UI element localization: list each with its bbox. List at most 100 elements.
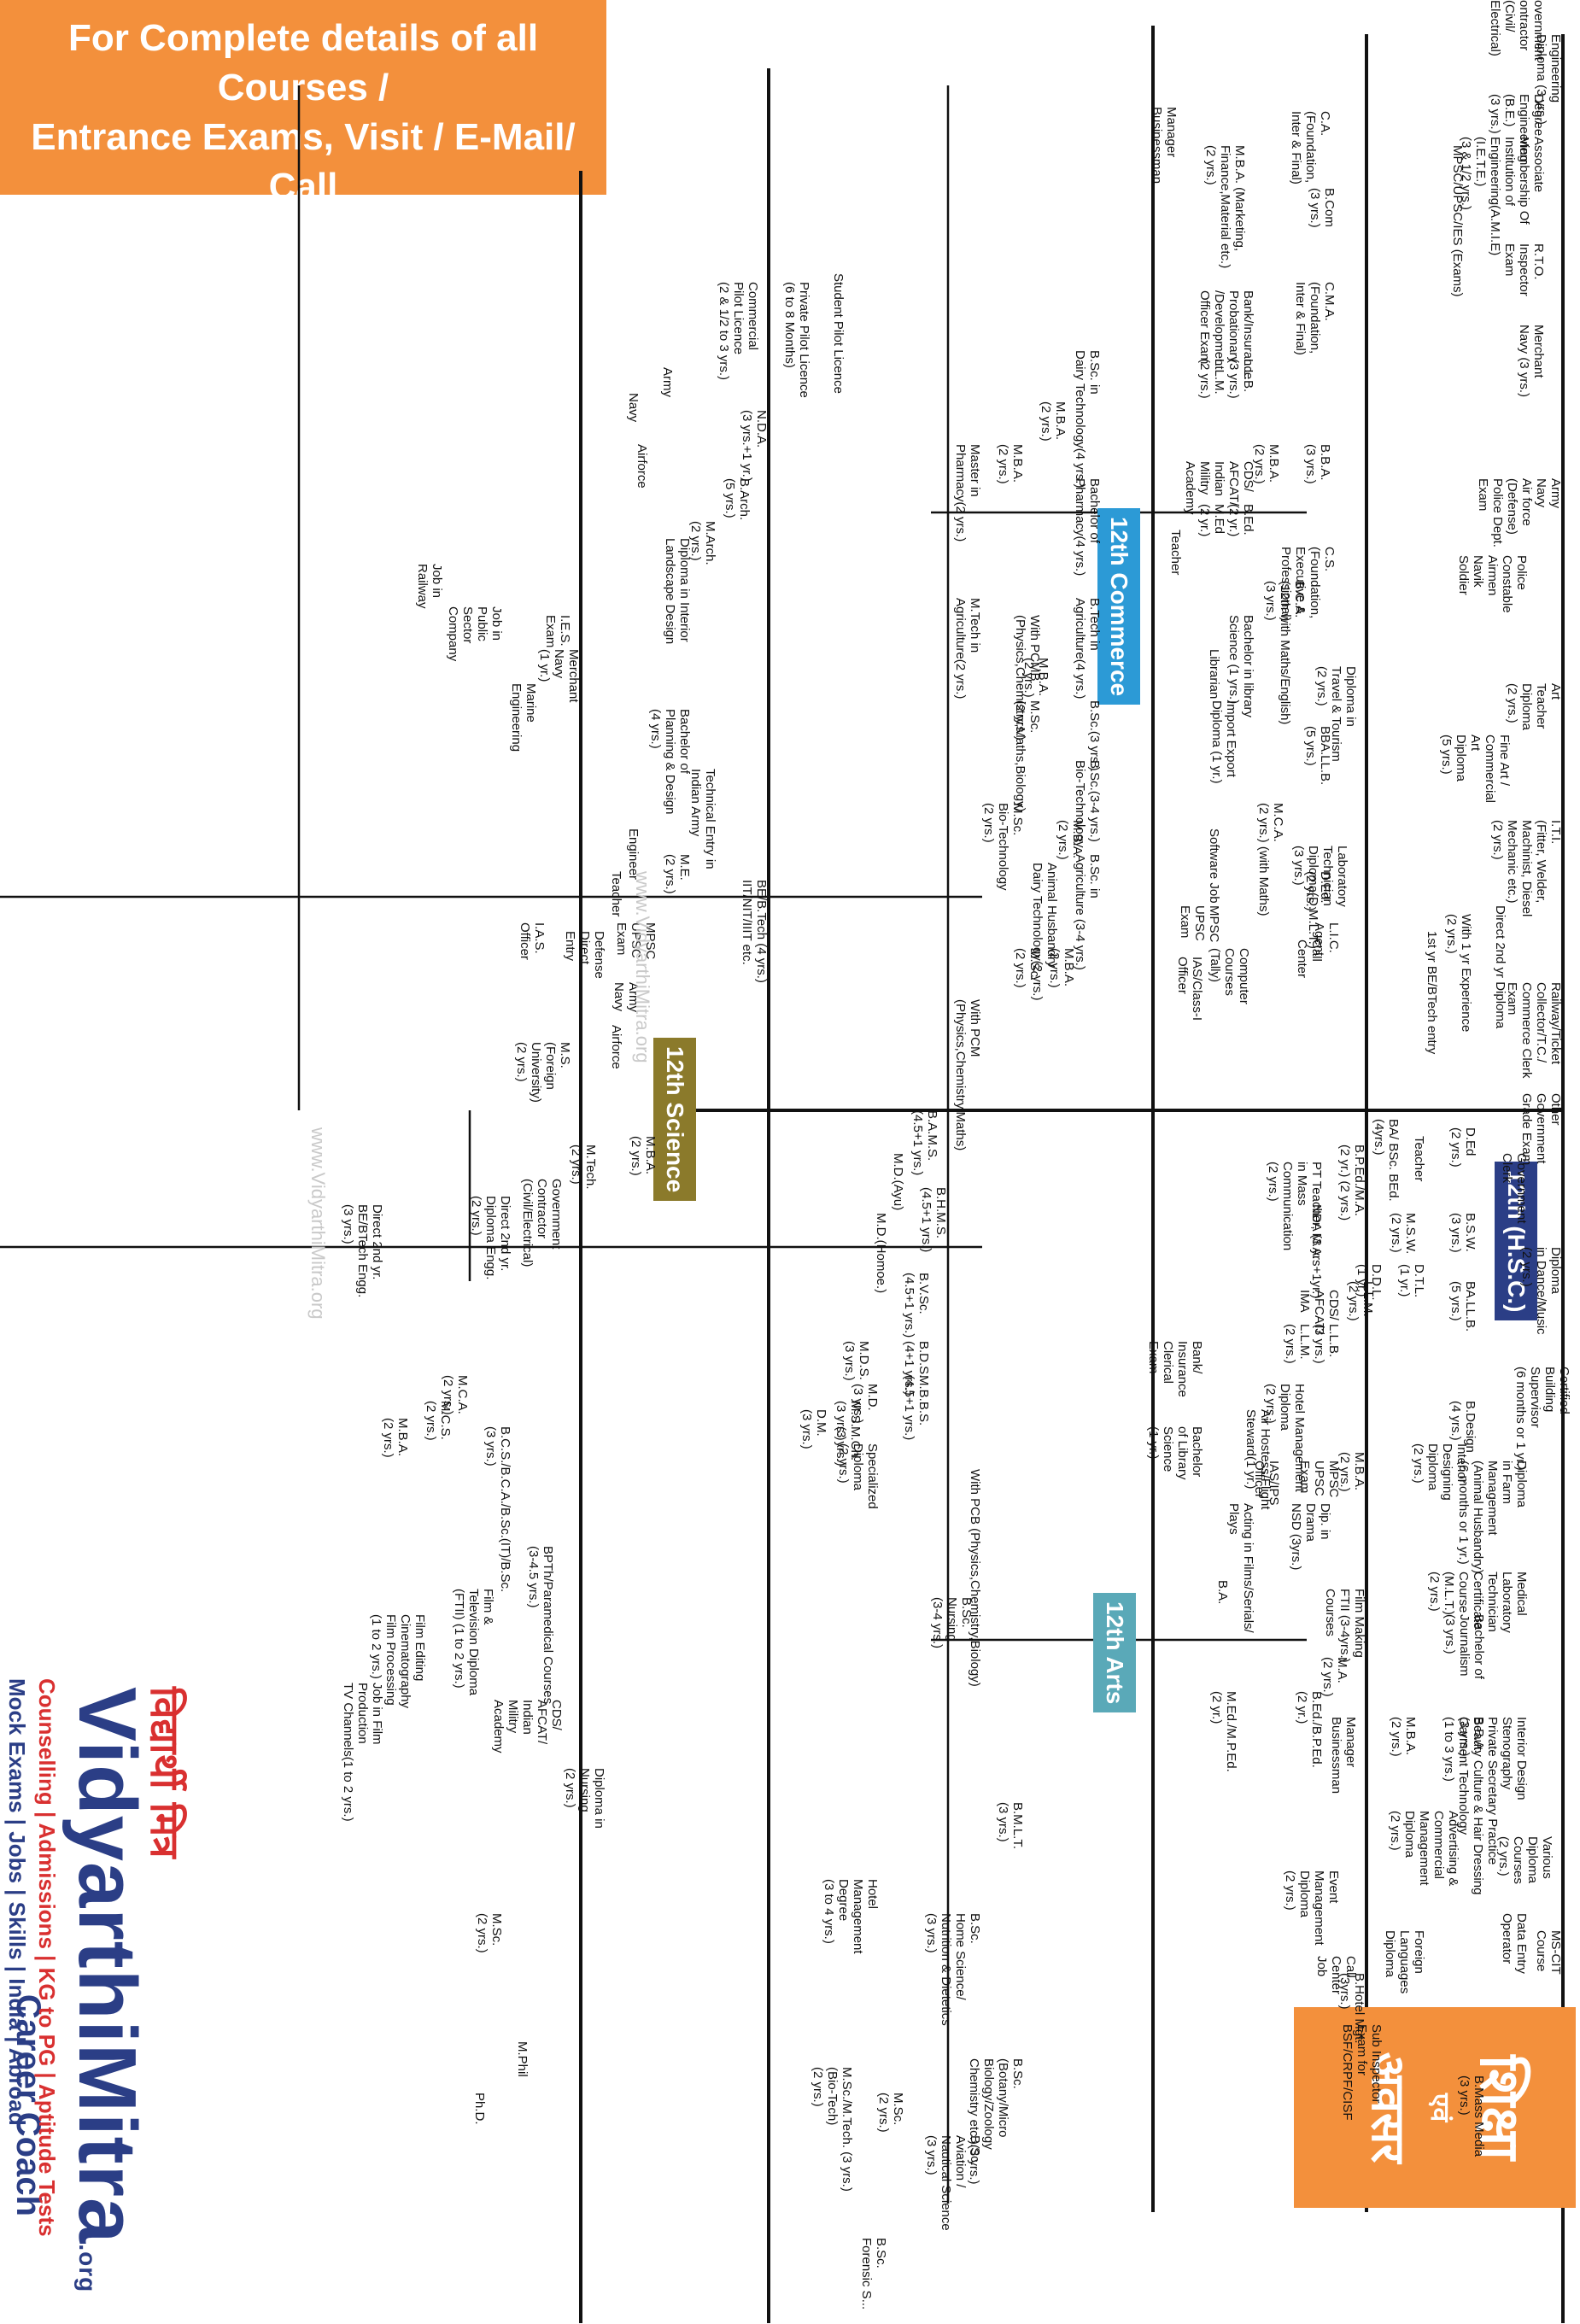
arts-course-label: M.B.A. (2 yrs.) — [1389, 1717, 1418, 1757]
commerce-course-label: Teacher — [1168, 530, 1183, 576]
hsc_top-course-label: Government Clerk — [1500, 1153, 1529, 1224]
arts-course-label: BA.LL.B. (5 yrs.) — [1448, 1281, 1478, 1332]
science-course-label: Specialized Diploma (2 yrs.) — [836, 1443, 880, 1509]
commerce-course-label: IAS/Class-I Officer — [1175, 957, 1204, 1022]
arts-course-label: Acting in Films/Serials/ Plays — [1226, 1503, 1255, 1633]
science-course-label: M.C.S. (2 yrs.) — [424, 1401, 453, 1441]
science-course-label: M.E. (2 yrs.) — [663, 854, 692, 894]
commerce-course-label: L.L.B. (3 yrs.) L.L.M. (2 yrs.) — [1197, 359, 1255, 399]
stream-commerce: 12th Commerce — [1097, 508, 1140, 705]
logo-brand-name: VidyarthiMitra — [61, 1687, 153, 2245]
commerce-course-label: D.Ed. (2 yrs.) — [1303, 871, 1332, 911]
tagline-exams: Mock Exams | Jobs | Skills | India | Abr… — [4, 1678, 30, 2126]
hsc_top-course-label: Police Constable Airmen Navik Soldier — [1456, 555, 1529, 613]
arts-course-label: Bank/ Insurance Clerical Exam — [1146, 1341, 1204, 1397]
watermark-2: www.VidyarthiMitra.org — [307, 1127, 329, 1320]
hsc_top-course-label: Merchant Navy (3 yrs.) — [1517, 325, 1546, 398]
commerce-course-label: Import Export Diploma (1 yr.) — [1209, 700, 1238, 784]
science-course-label: Bachelor of Pharmacy(4 yrs.) — [1073, 478, 1102, 577]
stream-arts: 12th Arts — [1093, 1593, 1136, 1713]
hsc_top-course-label: Data Entry Operator — [1500, 1913, 1529, 1974]
science-course-label: B.M.L.T. (3 yrs.) — [996, 1802, 1025, 1850]
science-course-label: M.Sc. (2 yrs.) — [876, 2093, 905, 2133]
arts-course-label: B.A. — [1215, 1580, 1230, 1605]
hsc_top-course-label: Art Teacher Diploma (2 yrs.) — [1505, 683, 1563, 731]
science-course-label: M.Tech in Agriculture(2 yrs.) — [953, 598, 982, 700]
banner-website[interactable]: www.VidyarthiMitra.org — [46, 219, 560, 270]
science-course-label: Merchant Navy (1 yr.) — [537, 649, 581, 703]
science-course-label: M.D.(Homoe.) — [874, 1213, 888, 1294]
science-course-label: M.D.S. (3 yrs.) — [842, 1341, 871, 1381]
science-course-label: M.Sc. Bio-Technology (2 yrs.) — [981, 803, 1025, 891]
hsc_top-course-label: MS-CIT Course — [1534, 1930, 1563, 1975]
arts-course-label: Bachelor of Journalism (3 yrs.) — [1442, 1614, 1486, 1679]
science-course-label: M.S. (Foreign University) (2 yrs.) — [514, 1042, 572, 1103]
science-course-label: N.D.A. (3 yrs.+1 yr.) — [740, 410, 769, 482]
science-course-label: B.Sc. in Dairy Technology(4 yrs.) — [1073, 350, 1102, 489]
science-course-label: M.Sc. (2 yrs.) — [1013, 948, 1042, 988]
hsc_top-course-label: Railway/Ticket Collector/T.C./ Commerce … — [1505, 982, 1563, 1079]
science-course-label: Student Pilot Licence — [831, 273, 846, 394]
arts-course-label: D.Ed (2 yrs.) — [1448, 1127, 1478, 1168]
science-course-label: D.M. (3 yrs.) — [799, 1409, 828, 1449]
hsc_top-course-label: Fine Art / Commercial Art Diploma (5 yrs… — [1439, 735, 1512, 804]
science-course-label: M.B.A. (2 yrs.) — [381, 1418, 410, 1458]
science-course-label: Teacher — [609, 871, 623, 917]
commerce-course-label: M.B.A. (2 yrs.) — [1252, 444, 1281, 484]
science-course-label: Film & Television Diploma (FTII) (1 to 2… — [452, 1589, 495, 1696]
hsc_top-course-label: I.T.I. (Fitter, Welder, Machinist, Diese… — [1490, 820, 1563, 917]
commerce-course-label: BBA.LL.B. (5 yrs.) — [1303, 726, 1332, 786]
arts-course-label: M.S.W. (2 yrs.) — [1389, 1213, 1418, 1255]
arts-course-label: M.Ed./M.P.Ed. (2 yr.) — [1209, 1691, 1238, 1772]
commerce-course-label: Software Job — [1207, 828, 1221, 904]
arts-course-label: Dip. in Drama NSD (3yrs.) — [1289, 1503, 1332, 1571]
science-course-label: M.B.A. (2 yrs.) — [1047, 948, 1076, 988]
science-course-label: Technical Entry in Indian Army — [688, 769, 717, 869]
watermark-1: www.VidyarthiMitra.org — [632, 871, 653, 1063]
commerce-course-label: C.A. (Foundation, Inter & Final) — [1289, 111, 1332, 184]
arts-course-label: M.A. (2 yrs.) — [1320, 1657, 1349, 1697]
hsc_top-course-label: Certified Building Supervisor (6 months … — [1513, 1367, 1571, 1471]
science-course-label: B.Sc. Aviation / Nautical Science (3 yrs… — [924, 2135, 982, 2231]
science-course-label: I.A.S. Officer — [518, 922, 547, 960]
arts-course-label: BA/ BSc. BEd. (4yrs.) — [1372, 1119, 1401, 1202]
commerce-course-label: B.Com (3 yrs.) — [1308, 188, 1337, 228]
science-course-label: M.B.B.S. (4.5+1 yrs.) — [902, 1375, 931, 1441]
science-course-label: Master in Pharmacy(2 yrs.) — [953, 444, 982, 542]
science-course-label: B.A.M.S. (4.5+1 yrs.) — [910, 1110, 939, 1176]
arts-course-label: MPSC UPSC Exam — [1297, 1461, 1341, 1498]
science-course-label: Direct 2nd yr. BE/BTech Engg. (3 yrs.) — [341, 1204, 384, 1298]
commerce-course-label: Call Center — [1295, 940, 1324, 979]
science-course-label: Job in Railway — [415, 564, 444, 609]
arts-course-label: B.S.W. (3 yrs.) — [1448, 1213, 1478, 1253]
science-course-label: Marine Engineering — [509, 683, 538, 752]
arts-course-label: B.Ed./B.P.Ed. (2 yr.) — [1295, 1691, 1324, 1768]
arts-course-label: IAS/IPS Officer — [1252, 1461, 1281, 1506]
commerce-course-label: MPSC UPSC Exam — [1178, 905, 1221, 943]
arts-course-label: B.B.A. (3 yrs.) — [1457, 1717, 1486, 1757]
arts-course-label: Bachelor of Library Science (1 yr.) — [1146, 1426, 1204, 1480]
hsc_top-course-label: With 1 yr Experience (2 yrs.) — [1444, 914, 1473, 1033]
hsc_top-course-label: 1st yr BE/BTech entry — [1425, 931, 1439, 1055]
science-course-label: B.C.S./B.C.A./B.Sc.(IT)/B.Sc. (3 yrs.) — [483, 1426, 512, 1593]
arts-course-label: Manager Businessman — [1329, 1717, 1358, 1794]
science-course-label: Ph.D. — [472, 2093, 487, 2125]
commerce-course-label: B.Ed. (2 yr.) M.Ed (2 yr.) — [1197, 504, 1255, 537]
hindi-title-2: एवं — [1425, 2093, 1454, 2122]
science-course-label: Private Pilot Licence (6 to 8 Months) — [782, 282, 811, 398]
science-course-label: Diploma in Interior Landscape Design — [663, 538, 692, 645]
science-course-label: B.Sc. Nursing (3-4 yrs.) — [930, 1597, 974, 1648]
arts-course-label: L.L.M. (2 yrs.) — [1346, 1281, 1375, 1321]
commerce-course-label: C.M.A. (Foundation, Inter & Final) — [1293, 282, 1337, 355]
science-course-label: Airforce — [635, 444, 649, 489]
hsc_top-course-label: Various Diploma Courses (2 yrs.) — [1496, 1836, 1554, 1884]
science-course-label: M.B.A. (2 yrs.) — [1039, 401, 1068, 442]
arts-course-label: Advertising & Commercial Management Dipl… — [1388, 1811, 1460, 1887]
commerce-course-label: B.B.A. (3 yrs.) — [1303, 444, 1332, 484]
science-course-label: With PCM (Physics,Chemistry,Maths) — [953, 999, 982, 1151]
science-course-label: BE/B.Tech (4 yrs.) IIT/NIT/IIIT etc. — [740, 880, 769, 983]
science-course-label: B.Sc. Home Science/ Nutrition & Dietetic… — [924, 1913, 982, 2026]
science-course-label: With PCB (Physics,Chemistry,Biology) — [968, 1469, 982, 1687]
